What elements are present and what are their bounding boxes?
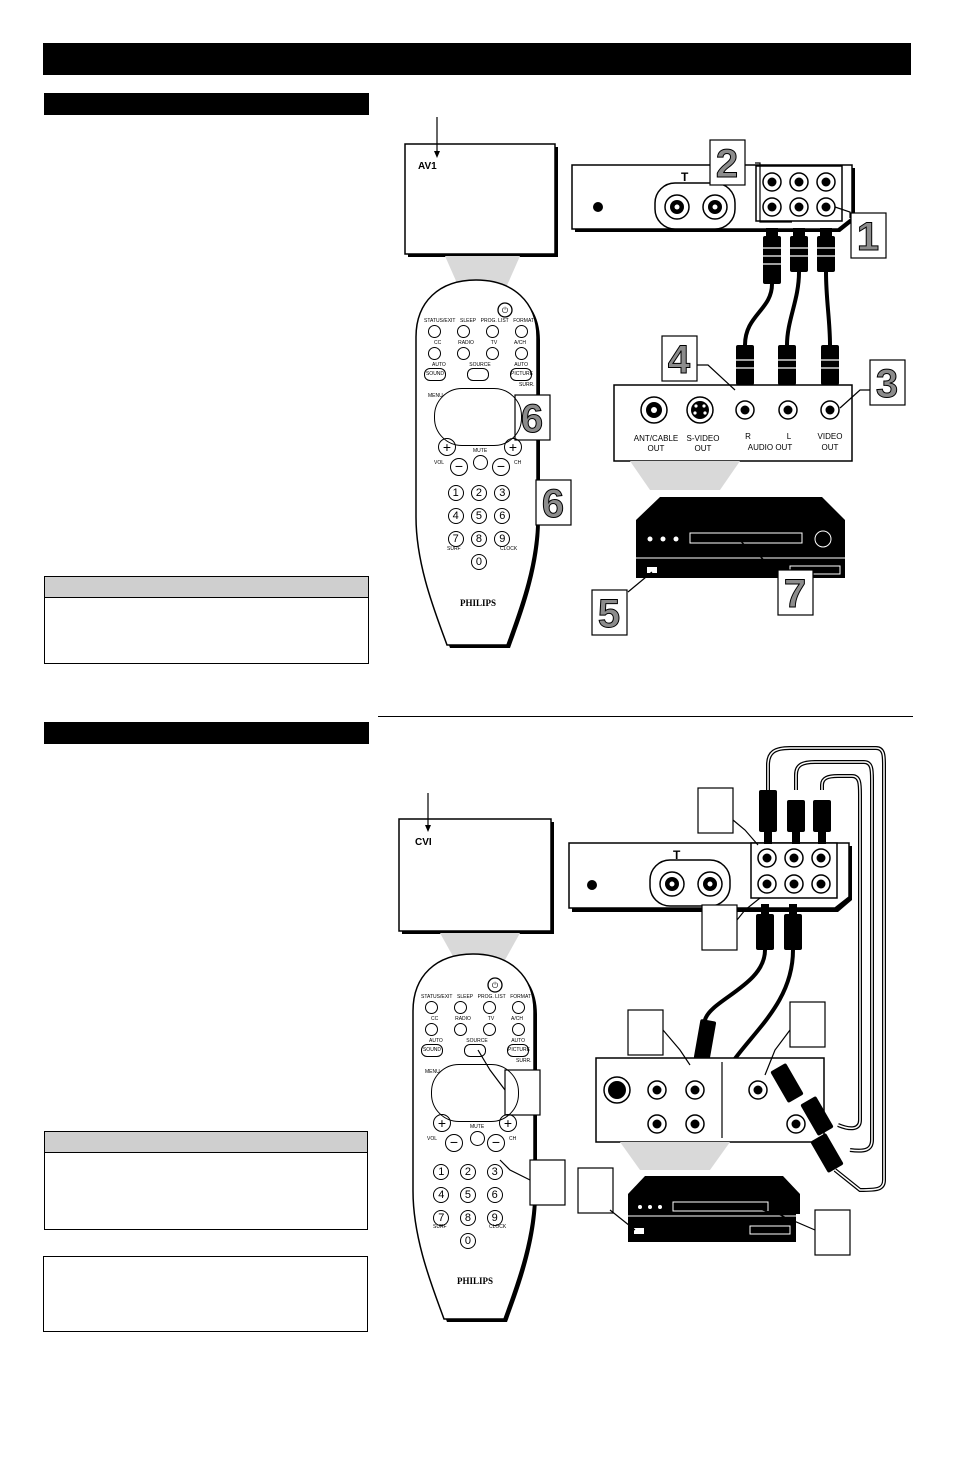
remote-label-sleep: SLEEP: [460, 318, 477, 324]
r-label: R: [745, 432, 751, 441]
page-header-bar: [43, 43, 911, 75]
remote-label-auto1: AUTO: [432, 362, 446, 368]
remote-mute-button[interactable]: [473, 455, 488, 470]
step-numbers-top: 1 2 3 4 5 6 6 7: [514, 139, 906, 637]
video-out-label: VIDEO: [818, 432, 843, 441]
remote-label-vol: VOL: [434, 460, 445, 466]
remote-bottom-row1-buttons[interactable]: [425, 1001, 525, 1014]
remote-label-prog-list: PROG. LIST: [480, 318, 509, 324]
section1-note-box: [44, 576, 369, 664]
remote-brand-logo-bottom: PHILIPS: [456, 1276, 493, 1286]
remote-mute-button-bottom[interactable]: [470, 1131, 485, 1146]
remote-dpad[interactable]: [434, 388, 522, 446]
remote-label-radio: RADIO: [458, 340, 474, 346]
remote-digit-pad[interactable]: 1 2 3 4 5 6 7 8 9 0: [444, 485, 514, 570]
remote-label-surr: SURR.: [519, 382, 535, 388]
svg-text:T: T: [673, 848, 681, 862]
l-label: L: [787, 432, 792, 441]
remote-label-menu: MENU: [428, 393, 443, 399]
remote-buttons-bottom: STATUS/EXIT SLEEP PROG. LIST FORMAT CC R…: [413, 954, 537, 1324]
remote-label-clock: CLOCK: [500, 546, 518, 552]
remote-label-ch: CH: [514, 460, 522, 466]
av-cables-top: [743, 271, 832, 346]
section2-tip-box: [43, 1256, 368, 1332]
svg-text:OUT: OUT: [822, 443, 839, 452]
svg-text:OUT: OUT: [648, 444, 665, 453]
remote-top-row2-buttons[interactable]: [428, 347, 528, 360]
remote-label-ach: A/CH: [514, 340, 526, 346]
svg-text:⏻: ⏻: [492, 981, 499, 990]
screen-label-cvi: CVI: [415, 837, 432, 848]
section1-heading-bar: [44, 93, 369, 115]
screen-label-av1: AV1: [418, 161, 437, 172]
remote-ch-plus-bottom[interactable]: +: [499, 1114, 517, 1132]
svg-text:T: T: [681, 170, 689, 184]
remote-label-format: FORMAT: [513, 318, 534, 324]
step-5: 5: [598, 592, 620, 636]
remote-digit-pad-bottom[interactable]: 1 2 3 4 5 6 7 8 9 0: [428, 1164, 508, 1249]
svideo-label: S-VIDEO: [687, 434, 720, 443]
step-1: 1: [857, 215, 879, 259]
remote-ch-plus[interactable]: +: [504, 438, 522, 456]
remote-vol-plus[interactable]: +: [438, 438, 456, 456]
remote-label-source: SOURCE: [469, 362, 491, 368]
vcr-back-panel: ANT/CABLE OUT S-VIDEO OUT R L AUDIO OUT …: [613, 384, 853, 462]
step-4: 4: [668, 338, 691, 382]
remote-source-button-bottom[interactable]: [464, 1044, 486, 1057]
section1-note-header: [45, 577, 368, 598]
remote-label-auto2: AUTO: [514, 362, 528, 368]
tv-back-panel: T: [571, 164, 855, 232]
bottom-diagram: CVI T: [398, 746, 886, 1322]
top-diagram: AV1 T: [404, 117, 906, 648]
remote-picture-button[interactable]: PICTURE: [510, 368, 533, 381]
remote-picture-button-bottom[interactable]: PICTURE: [507, 1044, 530, 1057]
step-6a: 6: [521, 397, 543, 441]
remote-sound-button[interactable]: SOUND: [424, 368, 446, 381]
remote-source-button[interactable]: [467, 368, 489, 381]
section2-note-box: [44, 1131, 368, 1230]
remote-ch-minus-bottom[interactable]: −: [487, 1134, 505, 1152]
step-7: 7: [784, 572, 806, 616]
step-2: 2: [716, 142, 738, 186]
remote-vol-minus[interactable]: −: [450, 458, 468, 476]
section2-heading-bar: [44, 722, 369, 744]
section2-note-header: [45, 1132, 367, 1153]
section-divider: [378, 716, 913, 717]
remote-dpad-bottom[interactable]: [431, 1064, 519, 1122]
remote-label-tv: TV: [490, 340, 498, 346]
vcr-front: [636, 497, 845, 578]
remote-brand-logo: PHILIPS: [459, 598, 496, 608]
remote-top-row1-buttons[interactable]: [428, 325, 528, 338]
tv-screen-top: AV1: [404, 117, 558, 257]
remote-label-status-exit: STATUS/EXIT: [424, 318, 456, 324]
step-3: 3: [876, 362, 898, 406]
svg-text:⏻: ⏻: [502, 306, 509, 315]
step-6b: 6: [542, 482, 564, 526]
svg-text:OUT: OUT: [695, 444, 712, 453]
remote-label-cc: CC: [434, 340, 442, 346]
ant-cable-label: ANT/CABLE: [634, 434, 678, 443]
audio-out-label: AUDIO OUT: [748, 443, 793, 452]
remote-vol-minus-bottom[interactable]: −: [445, 1134, 463, 1152]
remote-bottom-row2-buttons[interactable]: [425, 1023, 525, 1036]
remote-ch-minus[interactable]: −: [492, 458, 510, 476]
remote-sound-button-bottom[interactable]: SOUND: [421, 1044, 443, 1057]
remote-vol-plus-bottom[interactable]: +: [433, 1114, 451, 1132]
remote-label-surf: SURF: [447, 546, 461, 552]
remote-buttons-top: STATUS/EXIT SLEEP PROG. LIST FORMAT CC R…: [416, 280, 540, 650]
remote-label-mute: MUTE: [473, 448, 488, 454]
